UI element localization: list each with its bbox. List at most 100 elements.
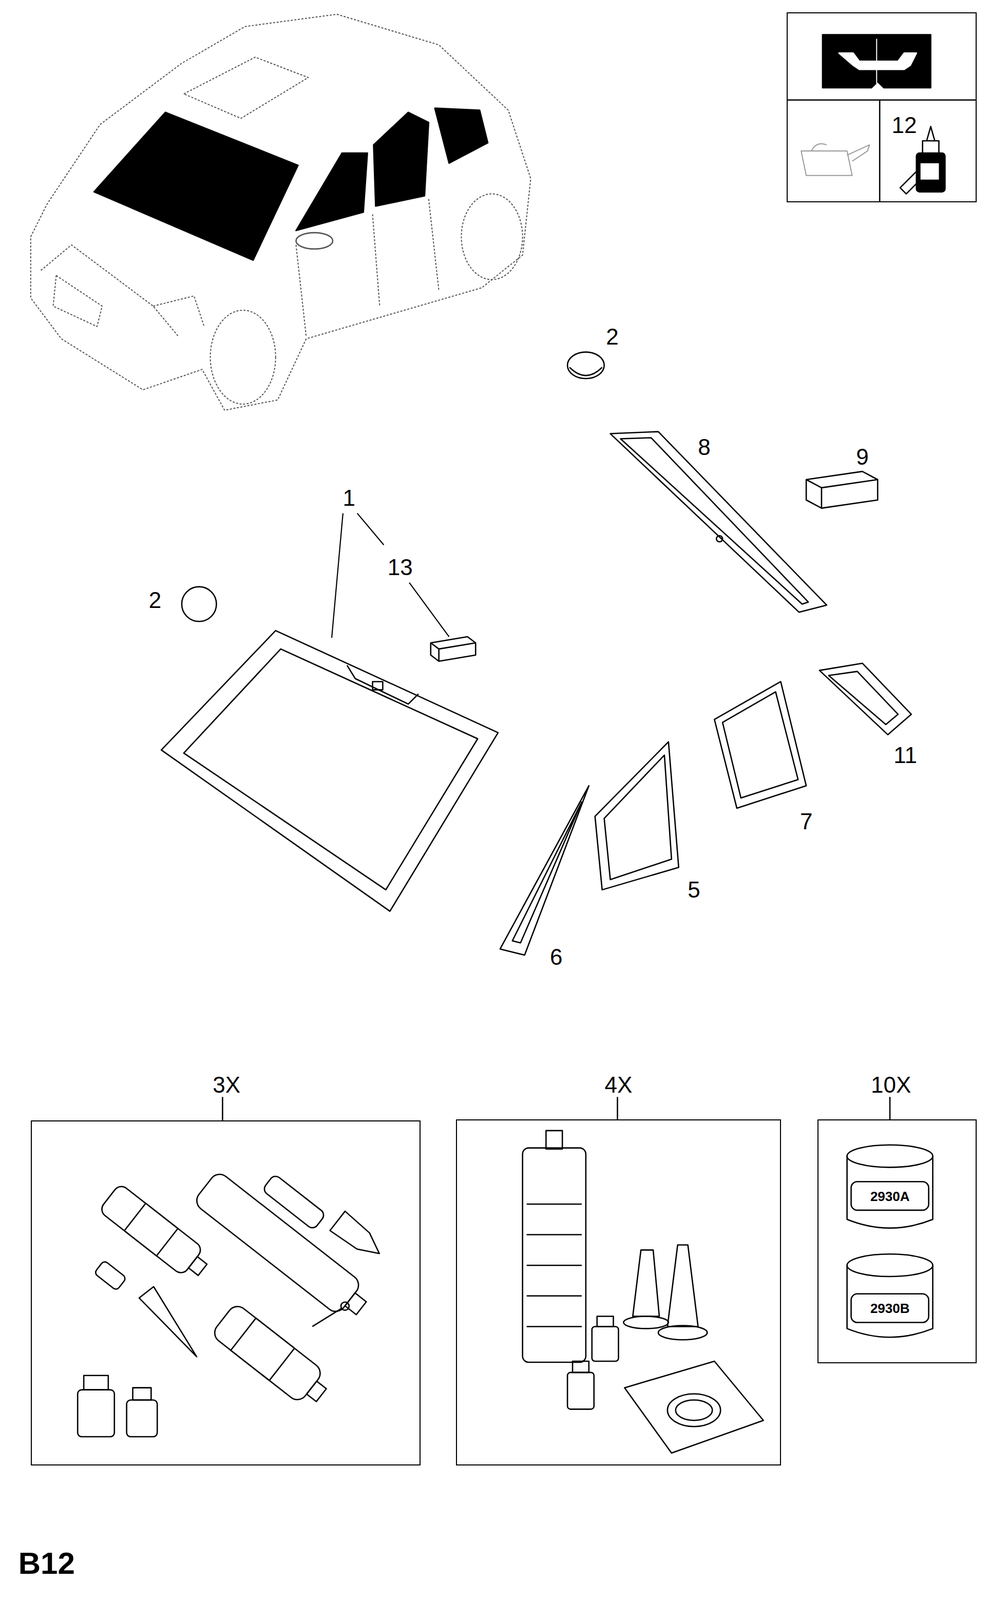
- callout-number: 9: [855, 444, 869, 470]
- callout-number: 10X: [870, 1072, 911, 1098]
- adhesive-kit: [139, 1286, 204, 1363]
- adhesive-kit: [522, 1148, 586, 1363]
- adhesive-kit: [210, 1302, 334, 1412]
- adhesive-kit: [632, 1249, 660, 1317]
- adhesive-kit: [188, 1256, 207, 1276]
- callout-number: 2: [148, 587, 162, 613]
- rear-window: [716, 535, 723, 542]
- windshield: [161, 630, 499, 911]
- adhesive-kit: [545, 1130, 563, 1150]
- adhesive-kit: [623, 1316, 669, 1329]
- adhesive-bottle-icon: [916, 153, 946, 193]
- car-illustration: [153, 295, 204, 327]
- adhesive-kit: [77, 1170, 387, 1437]
- leader-line: [331, 513, 344, 638]
- oil-can-icon: [801, 143, 870, 176]
- adhesive-kit: [340, 1302, 350, 1311]
- adhesive-bottle-icon: [926, 126, 936, 141]
- mirror: [295, 232, 333, 250]
- manual-icon: [839, 52, 917, 70]
- adhesive-kit: [526, 1264, 582, 1267]
- adhesive-kit: [597, 1316, 614, 1327]
- page-code: B12: [18, 1546, 75, 1581]
- adhesive-kit: [567, 1372, 595, 1410]
- callout-number: 2: [605, 324, 619, 350]
- adhesive-kit: [526, 1233, 582, 1236]
- side-window: [604, 755, 672, 880]
- adhesive-kit: [330, 1211, 388, 1264]
- adhesive-kit: [658, 1325, 708, 1340]
- car-illustration: [295, 244, 307, 337]
- rear-window: [610, 431, 827, 613]
- manual-icon: [822, 34, 931, 88]
- adhesive-kit: [192, 1170, 363, 1316]
- primer-jar: [847, 1145, 934, 1168]
- adhesive-kit: [93, 1260, 127, 1291]
- callout-number: 1: [343, 485, 356, 511]
- adhesive-kit: [210, 1302, 325, 1404]
- car-illustration: [53, 275, 103, 327]
- bracket-part: [806, 471, 878, 509]
- adhesive-kit: [624, 1361, 764, 1454]
- adhesive-kit: [675, 1400, 713, 1421]
- heading-tick: [889, 1096, 891, 1120]
- manual-icon: [822, 34, 931, 88]
- car-illustration: [428, 199, 440, 292]
- side-window: [595, 741, 679, 890]
- kit-box: 3X: [30, 1120, 421, 1466]
- car-glass: [434, 108, 488, 164]
- callout-number: 3X: [212, 1072, 241, 1098]
- rear-window: [620, 438, 809, 605]
- side-window: [500, 785, 589, 956]
- adhesive-kit: [98, 1183, 204, 1276]
- windshield: [347, 665, 419, 705]
- adhesive-kit: [77, 1390, 115, 1437]
- adhesive-kit: [667, 1394, 721, 1427]
- callout-number: 5: [687, 877, 700, 903]
- jar-label: 2930B: [870, 1301, 910, 1317]
- car-illustration: [41, 244, 179, 337]
- adhesive-kit: [526, 1295, 582, 1298]
- callout-number: 8: [697, 434, 711, 460]
- rubber-plug: [569, 367, 603, 376]
- rear-window: [610, 431, 827, 613]
- callout-number: 13: [387, 555, 413, 580]
- car-illustration: [183, 56, 309, 119]
- callout-number: 4X: [604, 1072, 633, 1098]
- adhesive-kit: [526, 1325, 582, 1328]
- car-illustration: [30, 14, 531, 411]
- kit-box: 4X: [455, 1119, 781, 1466]
- jar-label: 2930A: [870, 1188, 910, 1204]
- car-illustration: [461, 194, 523, 280]
- adhesive-kit: [522, 1130, 764, 1454]
- kit-box: 10X: [817, 1119, 977, 1364]
- oil-can-icon: [801, 150, 852, 176]
- adhesive-kit: [192, 1170, 374, 1325]
- adhesive-kit: [667, 1244, 699, 1327]
- leader-line: [357, 513, 385, 546]
- info-panel: 12: [786, 12, 977, 203]
- side-window: [714, 681, 807, 808]
- adhesive-bottle-icon: [900, 171, 917, 195]
- info-panel-lines: [786, 99, 977, 101]
- adhesive-kit: [572, 1361, 589, 1373]
- heading-tick: [616, 1096, 619, 1120]
- info-panel-lines: [786, 100, 977, 203]
- heading-tick: [222, 1096, 890, 1121]
- primer-jar: [847, 1145, 934, 1338]
- bracket-part: [806, 471, 878, 509]
- adhesive-kit: [261, 1173, 327, 1231]
- adhesive-bottle-icon: [922, 140, 940, 154]
- manual-icon: [876, 39, 878, 84]
- sensor-pad: [430, 636, 476, 662]
- side-window: [819, 663, 912, 735]
- adhesive-kit: [124, 1203, 178, 1256]
- callout-number: 6: [549, 944, 563, 970]
- primer-jar: [851, 1181, 929, 1211]
- adhesive-kit: [93, 1260, 127, 1291]
- heading-tick: [221, 1096, 224, 1121]
- car-glass: [93, 108, 488, 261]
- side-window: [828, 671, 899, 725]
- adhesive-kit: [230, 1318, 295, 1381]
- sensor-pad: [430, 636, 476, 662]
